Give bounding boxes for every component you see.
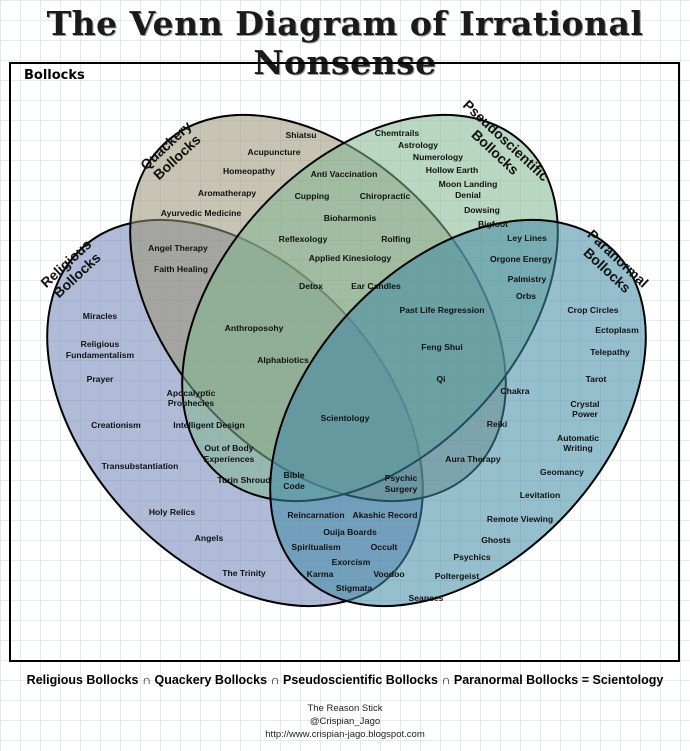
item-label: Automatic <box>557 433 599 443</box>
item-label: Experiences <box>204 454 255 464</box>
item-label: Holy Relics <box>149 507 196 517</box>
item-label: Prophecies <box>168 398 215 408</box>
item-label: Intelligent Design <box>173 420 245 430</box>
item-label: Code <box>283 481 305 491</box>
item-label: Geomancy <box>540 467 584 477</box>
item-label: Rolfing <box>381 234 411 244</box>
item-label: Hollow Earth <box>426 165 479 175</box>
item-label: Bigfoot <box>478 219 508 229</box>
item-label: Miracles <box>83 311 118 321</box>
item-label: Levitation <box>520 490 561 500</box>
item-label: Aromatherapy <box>198 188 256 198</box>
item-label: Ouija Boards <box>323 527 377 537</box>
item-label: Exorcism <box>332 557 371 567</box>
item-label: Numerology <box>413 152 463 162</box>
item-label: Bioharmonis <box>324 213 377 223</box>
item-label: Seances <box>409 593 444 603</box>
item-label: Voodoo <box>373 569 404 579</box>
item-label: Crystal <box>570 399 599 409</box>
item-label: Reincarnation <box>287 510 344 520</box>
item-label: Stigmata <box>336 583 373 593</box>
item-label: Prayer <box>87 374 114 384</box>
item-label: Reflexology <box>279 234 328 244</box>
item-label: Power <box>572 409 598 419</box>
item-label: Turin Shroud <box>217 475 270 485</box>
item-label: Religious <box>81 339 120 349</box>
set-ellipse-paranormal <box>269 218 647 608</box>
item-label: Anthroposohy <box>225 323 284 333</box>
item-label: Acupuncture <box>248 147 301 157</box>
item-label: Shiatsu <box>285 130 316 140</box>
item-label: Ayurvedic Medicine <box>161 208 242 218</box>
item-label: Orgone Energy <box>490 254 552 264</box>
item-label: Akashic Record <box>353 510 418 520</box>
item-label: Ley Lines <box>507 233 547 243</box>
item-label: Astrology <box>398 140 438 150</box>
item-label: Fundamentalism <box>66 350 135 360</box>
item-label: Occult <box>371 542 398 552</box>
item-label: Remote Viewing <box>487 514 553 524</box>
intersection-equation: Religious Bollocks ∩ Quackery Bollocks ∩… <box>26 673 664 687</box>
item-label: Out of Body <box>204 443 253 453</box>
credit-line-2: @Crispian_Jago <box>309 716 381 727</box>
item-label: Angels <box>195 533 224 543</box>
item-label: Moon Landing <box>439 179 498 189</box>
item-label: Anti Vaccination <box>311 169 378 179</box>
item-label: Alphabiotics <box>257 355 309 365</box>
credit-line-1: The Reason Stick <box>307 703 383 714</box>
item-label: Ectoplasm <box>595 325 639 335</box>
item-label: Ear Candles <box>351 281 401 291</box>
item-label: Tarot <box>586 374 607 384</box>
item-label: Homeopathy <box>223 166 275 176</box>
item-label: Surgery <box>385 484 418 494</box>
item-label: Karma <box>307 569 334 579</box>
item-label: The Trinity <box>222 568 266 578</box>
item-label: Apocalyptic <box>167 388 216 398</box>
item-label: Poltergeist <box>435 571 480 581</box>
item-label: Transubstantiation <box>102 461 179 471</box>
item-label: Angel Therapy <box>148 243 208 253</box>
item-label: Chiropractic <box>360 191 411 201</box>
item-label: Applied Kinesiology <box>309 253 392 263</box>
item-label: Writing <box>563 443 592 453</box>
item-label: Chemtrails <box>375 128 420 138</box>
item-label: Spiritualism <box>291 542 341 552</box>
item-label: Cupping <box>295 191 330 201</box>
item-label: Dowsing <box>464 205 500 215</box>
item-label: Orbs <box>516 291 536 301</box>
item-label: Telepathy <box>590 347 630 357</box>
universe-label: Bollocks <box>24 68 85 83</box>
item-label: Feng Shui <box>421 342 463 352</box>
item-label: Chakra <box>500 386 529 396</box>
item-label: Denial <box>455 190 481 200</box>
item-label: Faith Healing <box>154 264 208 274</box>
item-label: Psychics <box>453 552 490 562</box>
item-label: Psychic <box>385 473 418 483</box>
item-label: Palmistry <box>508 274 547 284</box>
item-label: Qi <box>436 374 445 384</box>
item-label: Detox <box>299 281 323 291</box>
item-label: Reiki <box>487 419 508 429</box>
item-label: Ghosts <box>481 535 511 545</box>
item-label: Scientology <box>321 413 370 423</box>
item-label: Bible <box>283 470 304 480</box>
credit-line-3: http://www.crispian-jago.blogspot.com <box>265 729 425 740</box>
universe-frame <box>9 62 680 662</box>
item-label: Creationism <box>91 420 141 430</box>
item-label: Aura Therapy <box>445 454 501 464</box>
item-label: Past Life Regression <box>399 305 484 315</box>
item-label: Crop Circles <box>567 305 618 315</box>
